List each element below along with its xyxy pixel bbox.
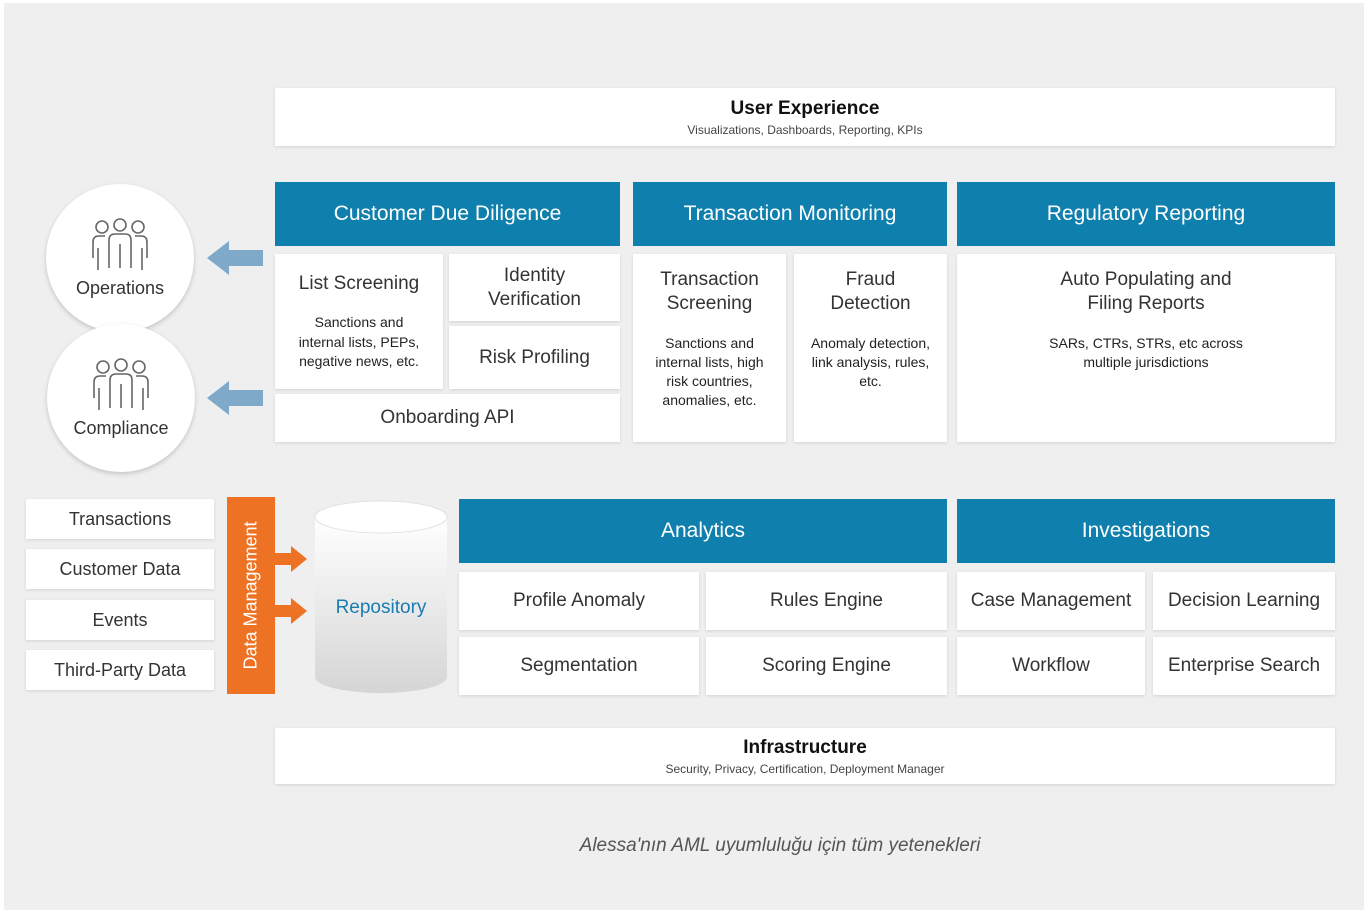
identity-verification-label: Identity Verification — [488, 264, 581, 310]
auto-populating-cell: Auto Populating and Filing Reports SARs,… — [957, 254, 1335, 442]
onboarding-api-label: Onboarding API — [380, 407, 515, 429]
people-group-icon — [93, 357, 149, 410]
investigations-item-workflow: Workflow — [957, 637, 1145, 695]
data-source-label: Customer Data — [59, 558, 181, 579]
repository-label: Repository — [335, 597, 427, 618]
onboarding-api-cell: Onboarding API — [275, 394, 620, 442]
data-source-events: Events — [26, 600, 214, 640]
data-management-bar: Data Management — [227, 497, 275, 694]
analytics-item-label: Rules Engine — [769, 590, 884, 612]
diagram-canvas: User Experience Visualizations, Dashboar… — [4, 3, 1364, 910]
investigations-item-decision-learning: Decision Learning — [1153, 572, 1335, 630]
people-group-icon — [92, 217, 148, 270]
investigations-header: Investigations — [957, 499, 1335, 563]
transaction-monitoring-header: Transaction Monitoring — [633, 182, 947, 246]
data-source-label: Third-Party Data — [53, 659, 187, 680]
identity-verification-cell: Identity Verification — [449, 254, 620, 321]
compliance-persona: Compliance — [47, 324, 195, 472]
data-source-transactions: Transactions — [26, 499, 214, 539]
investigations-item-label: Case Management — [970, 590, 1132, 612]
investigations-item-label: Enterprise Search — [1167, 655, 1321, 677]
infrastructure-box: Infrastructure Security, Privacy, Certif… — [275, 728, 1335, 784]
transaction-screening-desc: Sanctions and internal lists, high risk … — [655, 334, 764, 409]
transaction-screening-title: Transaction Screening — [660, 269, 759, 314]
risk-profiling-label: Risk Profiling — [479, 346, 590, 368]
data-source-third-party-data: Third-Party Data — [26, 650, 214, 690]
analytics-item-scoring-engine: Scoring Engine — [706, 637, 947, 695]
regulatory-reporting-header: Regulatory Reporting — [957, 182, 1335, 246]
investigations-item-label: Workflow — [1012, 655, 1090, 677]
customer-due-diligence-header: Customer Due Diligence — [275, 182, 620, 246]
risk-profiling-cell: Risk Profiling — [449, 326, 620, 389]
operations-label: Operations — [75, 277, 165, 298]
investigations-item-label: Decision Learning — [1167, 590, 1321, 612]
analytics-header: Analytics — [459, 499, 947, 563]
infrastructure-subtitle: Security, Privacy, Certification, Deploy… — [665, 761, 945, 776]
fraud-detection-desc: Anomaly detection, link analysis, rules,… — [810, 334, 931, 390]
analytics-item-label: Segmentation — [520, 655, 638, 677]
analytics-item-label: Scoring Engine — [762, 655, 891, 677]
user-experience-title: User Experience — [730, 97, 880, 119]
arrow-left-icon — [207, 381, 263, 415]
infrastructure-title: Infrastructure — [743, 736, 867, 758]
list-screening-title: List Screening — [298, 272, 420, 294]
figure-caption: Alessa'nın AML uyumluluğu için tüm yeten… — [579, 835, 981, 856]
list-screening-desc: Sanctions and internal lists, PEPs, nega… — [298, 314, 420, 370]
user-experience-box: User Experience Visualizations, Dashboar… — [275, 88, 1335, 146]
fraud-detection-title: Fraud Detection — [830, 269, 911, 314]
data-source-label: Transactions — [68, 508, 172, 529]
data-source-customer-data: Customer Data — [26, 549, 214, 589]
analytics-item-segmentation: Segmentation — [459, 637, 699, 695]
auto-populating-desc: SARs, CTRs, STRs, etc across multiple ju… — [1049, 334, 1243, 370]
arrow-right-icon — [275, 598, 307, 624]
arrow-left-icon — [207, 241, 263, 275]
compliance-label: Compliance — [73, 417, 169, 438]
repository-cylinder-icon — [314, 500, 448, 693]
operations-persona: Operations — [46, 184, 194, 332]
list-screening-cell: List Screening Sanctions and internal li… — [275, 254, 443, 389]
data-source-label: Events — [92, 609, 148, 630]
auto-populating-title: Auto Populating and Filing Reports — [1060, 269, 1232, 314]
analytics-item-label: Profile Anomaly — [512, 590, 645, 612]
investigations-item-enterprise-search: Enterprise Search — [1153, 637, 1335, 695]
arrow-right-icon — [275, 546, 307, 572]
data-management-label: Data Management — [240, 521, 261, 670]
user-experience-subtitle: Visualizations, Dashboards, Reporting, K… — [687, 122, 923, 137]
investigations-item-case-management: Case Management — [957, 572, 1145, 630]
analytics-item-profile-anomaly: Profile Anomaly — [459, 572, 699, 630]
fraud-detection-cell: Fraud Detection Anomaly detection, link … — [794, 254, 947, 442]
transaction-screening-cell: Transaction Screening Sanctions and inte… — [633, 254, 786, 442]
analytics-item-rules-engine: Rules Engine — [706, 572, 947, 630]
